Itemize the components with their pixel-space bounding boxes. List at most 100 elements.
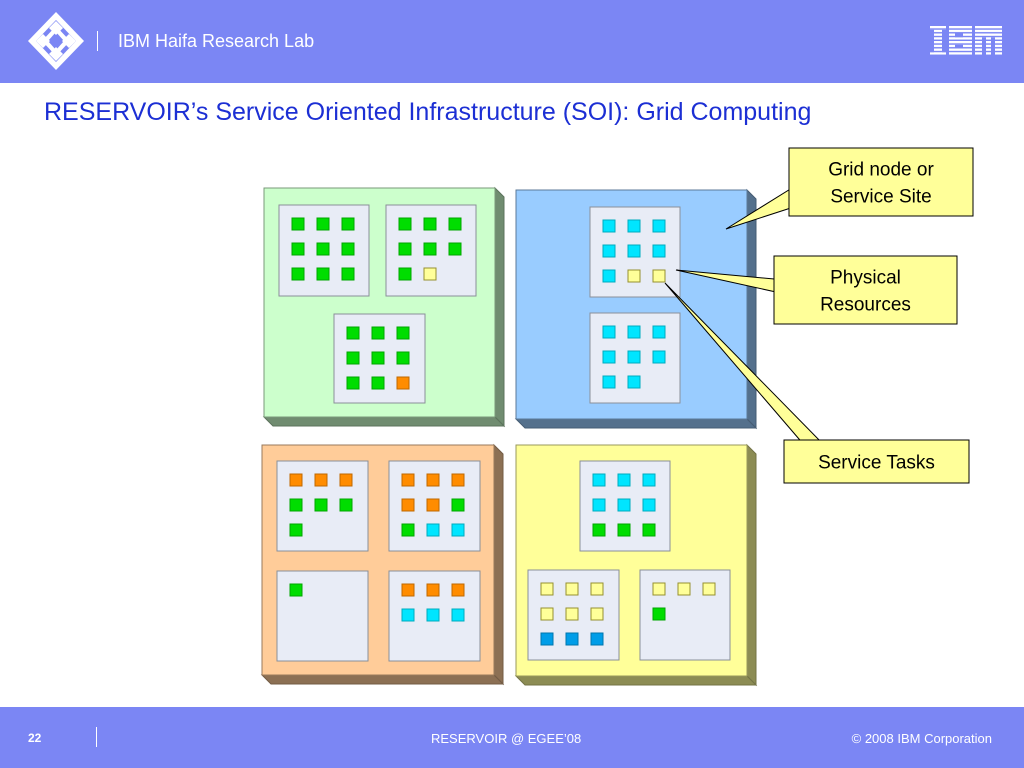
service-task: [396, 376, 410, 390]
service-task: [677, 582, 691, 596]
service-task: [592, 473, 606, 487]
service-task: [642, 523, 656, 537]
service-task: [451, 608, 465, 622]
service-task: [291, 242, 305, 256]
service-task: [451, 473, 465, 487]
service-task: [627, 244, 641, 258]
page-number: 22: [28, 731, 42, 745]
service-task: [426, 608, 440, 622]
callout-service-tasks: Service Tasks: [664, 282, 970, 484]
service-task: [617, 523, 631, 537]
physical-resource: [388, 570, 481, 662]
service-task: [451, 498, 465, 512]
footer-divider: [96, 727, 97, 747]
service-task: [426, 523, 440, 537]
service-task: [423, 217, 437, 231]
service-task: [371, 326, 385, 340]
grid-site-yellow: [514, 443, 758, 687]
service-task: [401, 608, 415, 622]
service-task: [590, 607, 604, 621]
service-task: [642, 498, 656, 512]
callout-label: Service Tasks: [818, 453, 935, 474]
service-task: [652, 582, 666, 596]
service-task: [289, 523, 303, 537]
service-task: [652, 244, 666, 258]
service-task: [316, 267, 330, 281]
service-task: [627, 350, 641, 364]
service-task: [398, 267, 412, 281]
service-task: [451, 583, 465, 597]
service-task: [371, 376, 385, 390]
physical-resource: [589, 206, 681, 298]
service-task: [540, 607, 554, 621]
service-task: [602, 375, 616, 389]
physical-resource: [385, 204, 477, 297]
service-task: [590, 632, 604, 646]
service-task: [314, 498, 328, 512]
service-task: [602, 219, 616, 233]
service-task: [540, 632, 554, 646]
slide-title: RESERVOIR’s Service Oriented Infrastruct…: [44, 98, 812, 126]
service-task: [448, 242, 462, 256]
service-task: [602, 325, 616, 339]
physical-resource: [333, 313, 426, 404]
service-task: [289, 583, 303, 597]
service-task: [398, 242, 412, 256]
service-task: [316, 242, 330, 256]
copyright: © 2008 IBM Corporation: [851, 731, 992, 746]
callout-label: Physical: [830, 268, 901, 289]
service-task: [642, 473, 656, 487]
service-task: [291, 267, 305, 281]
grid-site-green: [262, 186, 506, 428]
callout-label: Service Site: [830, 187, 931, 208]
physical-resource: [388, 460, 481, 552]
callout-grid-node: Grid node or Service Site: [725, 147, 974, 230]
service-task: [426, 583, 440, 597]
service-task: [602, 350, 616, 364]
service-task: [289, 498, 303, 512]
service-task: [401, 583, 415, 597]
service-task: [592, 498, 606, 512]
callout-label: Grid node or: [828, 160, 934, 181]
physical-resource: [276, 570, 369, 662]
physical-resource: [527, 569, 620, 661]
service-task: [401, 473, 415, 487]
service-task: [652, 607, 666, 621]
physical-resource: [278, 204, 370, 297]
service-task: [652, 325, 666, 339]
service-task: [401, 498, 415, 512]
service-task: [602, 244, 616, 258]
service-task: [590, 582, 604, 596]
header-divider: [97, 31, 98, 51]
service-task: [652, 219, 666, 233]
service-task: [617, 498, 631, 512]
service-task: [346, 351, 360, 365]
physical-resource: [579, 460, 671, 552]
grid-site-orange: [260, 443, 505, 686]
service-task: [426, 498, 440, 512]
service-task: [289, 473, 303, 487]
grid-site-blue: [514, 188, 758, 430]
service-task: [448, 217, 462, 231]
lab-name: IBM Haifa Research Lab: [118, 31, 315, 51]
service-task: [617, 473, 631, 487]
service-task: [346, 326, 360, 340]
footer-bar: 22 RESERVOIR @ EGEE’08 © 2008 IBM Corpor…: [0, 707, 1024, 768]
service-task: [423, 267, 437, 281]
service-task: [565, 607, 579, 621]
header-bar: IBM Haifa Research Lab: [0, 0, 1024, 83]
physical-resource: [589, 312, 681, 404]
physical-resource: [639, 569, 731, 661]
service-task: [396, 326, 410, 340]
ibm-research-diamond-logo-icon: [28, 12, 84, 70]
service-task: [627, 219, 641, 233]
event-label: RESERVOIR @ EGEE’08: [431, 731, 582, 746]
service-task: [702, 582, 716, 596]
physical-resource: [276, 460, 369, 552]
service-task: [339, 473, 353, 487]
service-task: [371, 351, 385, 365]
service-task: [565, 632, 579, 646]
service-task: [346, 376, 360, 390]
